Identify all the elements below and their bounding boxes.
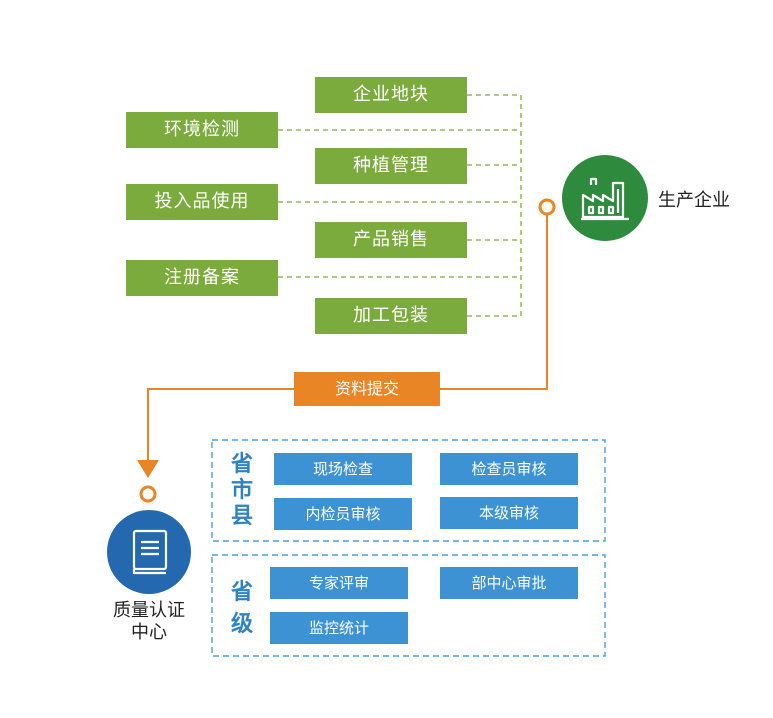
center-label-line2: 中心 [131, 622, 167, 643]
province-title-char: 省 [230, 580, 253, 605]
county-title-char: 市 [230, 478, 253, 503]
county-group-title: 省 市 县 [229, 452, 255, 530]
item-inspector-review: 检查员审核 [440, 453, 578, 485]
province-group-title: 省 级 [229, 577, 255, 641]
county-group-frame [211, 439, 606, 542]
certification-center-label: 质量认证 中心 [98, 600, 200, 644]
enterprise-label: 生产企业 [658, 190, 730, 211]
province-group-frame [211, 554, 606, 657]
item-expert-review: 专家评审 [270, 567, 408, 599]
item-enterprise-plot: 企业地块 [315, 77, 467, 113]
item-internal-inspector-review: 内检员审核 [274, 498, 412, 530]
flow-arrowhead [137, 460, 159, 478]
province-title-char: 级 [230, 612, 253, 637]
item-site-inspection: 现场检查 [274, 453, 412, 485]
item-planting-management: 种植管理 [315, 148, 467, 184]
factory-icon [581, 177, 629, 221]
flow-end-dot [139, 485, 157, 503]
submit-data-label: 资料提交 [294, 372, 440, 406]
enterprise-node [562, 155, 648, 241]
county-title-char: 省 [230, 452, 253, 477]
flow-start-dot [538, 198, 556, 216]
item-environment-testing: 环境检测 [126, 112, 278, 148]
item-processing-packaging: 加工包装 [315, 298, 467, 334]
item-monitoring-statistics: 监控统计 [270, 612, 408, 644]
item-input-usage: 投入品使用 [126, 184, 278, 220]
item-local-review: 本级审核 [440, 497, 578, 529]
item-product-sales: 产品销售 [315, 222, 467, 258]
certification-center-node [107, 510, 191, 594]
item-registration: 注册备案 [126, 260, 278, 296]
book-icon [132, 529, 168, 575]
center-label-line1: 质量认证 [113, 600, 185, 621]
county-title-char: 县 [230, 504, 253, 529]
item-ministry-approval: 部中心审批 [440, 567, 578, 599]
